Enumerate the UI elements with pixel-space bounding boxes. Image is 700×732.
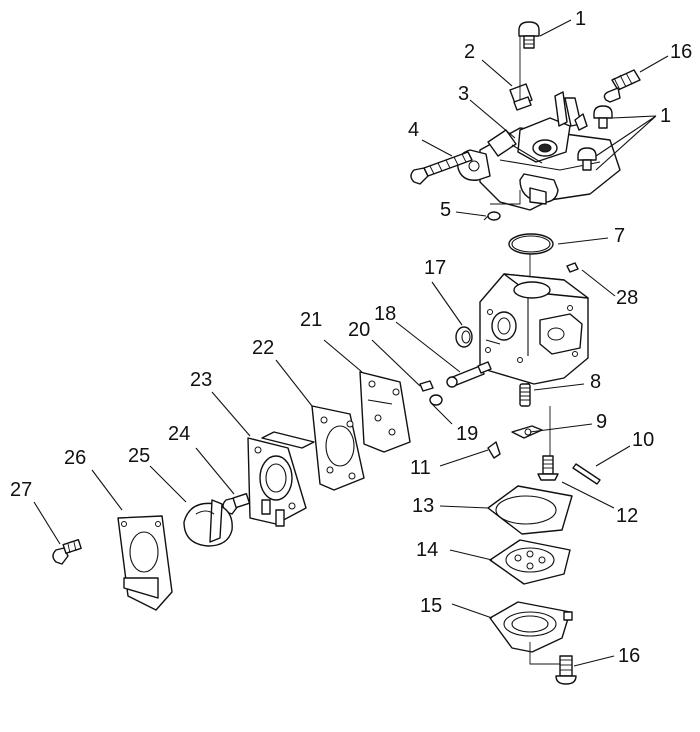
callout-26: 26 [64,447,86,469]
callout-25: 25 [128,445,150,467]
part-10-pin [572,463,601,485]
callout-1-right: 1 [660,105,671,127]
callout-24: 24 [168,423,190,445]
callout-16-bottom: 16 [618,645,640,667]
part-7-o-ring [508,233,554,255]
callout-4: 4 [408,119,419,141]
callout-15: 15 [420,595,442,617]
part-4-long-screw [410,151,473,185]
part-2-plug [509,83,533,111]
part-28-plug [566,262,579,273]
part-18-needle [446,361,492,388]
callout-1-top: 1 [575,8,586,30]
part-19-plug [429,394,443,406]
part-23-pump-body [247,431,315,527]
callout-17: 17 [424,257,446,279]
callout-3: 3 [458,83,469,105]
part-11-needle [487,441,501,459]
callout-20: 20 [348,319,370,341]
carburetor-body [479,273,589,385]
callout-28: 28 [616,287,638,309]
callout-16-top: 16 [670,41,692,63]
part-1-screw-right-upper [593,105,613,129]
part-13-gasket [487,485,573,535]
part-3-throttle-assembly [457,91,621,211]
part-9-lever [511,425,543,439]
callout-8: 8 [590,371,601,393]
part-16-screw-bottom [555,655,577,685]
part-15-cover [489,601,573,653]
callout-5: 5 [440,199,451,221]
callout-labels: 1 2 16 3 1 4 5 7 17 28 21 18 20 22 8 23 … [10,8,692,667]
callout-13: 13 [412,495,434,517]
part-22-pump-diaphragm [311,405,365,491]
callout-22: 22 [252,337,274,359]
part-26-plate [117,515,173,611]
callout-2: 2 [464,41,475,63]
callout-10: 10 [632,429,654,451]
callout-23: 23 [190,369,212,391]
callout-7: 7 [614,225,625,247]
part-1-screw-top [518,21,540,49]
part-20-plug [419,380,434,392]
part-24-screw [222,493,251,515]
callout-12: 12 [616,505,638,527]
callout-9: 9 [596,411,607,433]
part-12-screw [537,455,559,481]
part-8-spring [519,382,531,407]
part-16-screw-top [603,69,641,103]
callout-21: 21 [300,309,322,331]
leader-lines [33,19,669,667]
part-27-screw [52,539,82,565]
callout-11: 11 [410,457,431,479]
part-5-clip [483,211,501,221]
callout-18: 18 [374,303,396,325]
part-21-gasket [359,371,411,453]
part-14-diaphragm [489,539,571,585]
callout-19: 19 [456,423,478,445]
part-25-primer-bulb [183,499,233,547]
callout-27: 27 [10,479,32,501]
part-17-plug [455,326,473,348]
callout-14: 14 [416,539,438,561]
